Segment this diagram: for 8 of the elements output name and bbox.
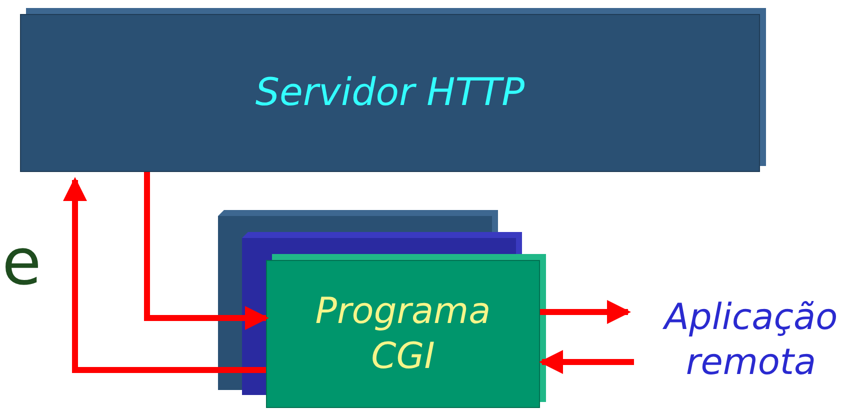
node-label: Programa CGI bbox=[314, 290, 492, 379]
node-label: Aplicação remota bbox=[662, 296, 839, 385]
arrow bbox=[63, 177, 266, 373]
arrow bbox=[540, 300, 631, 324]
text-fragment: e bbox=[2, 226, 42, 300]
arrow bbox=[539, 350, 634, 374]
arrow bbox=[144, 172, 269, 330]
node-label: Servidor HTTP bbox=[255, 69, 525, 116]
